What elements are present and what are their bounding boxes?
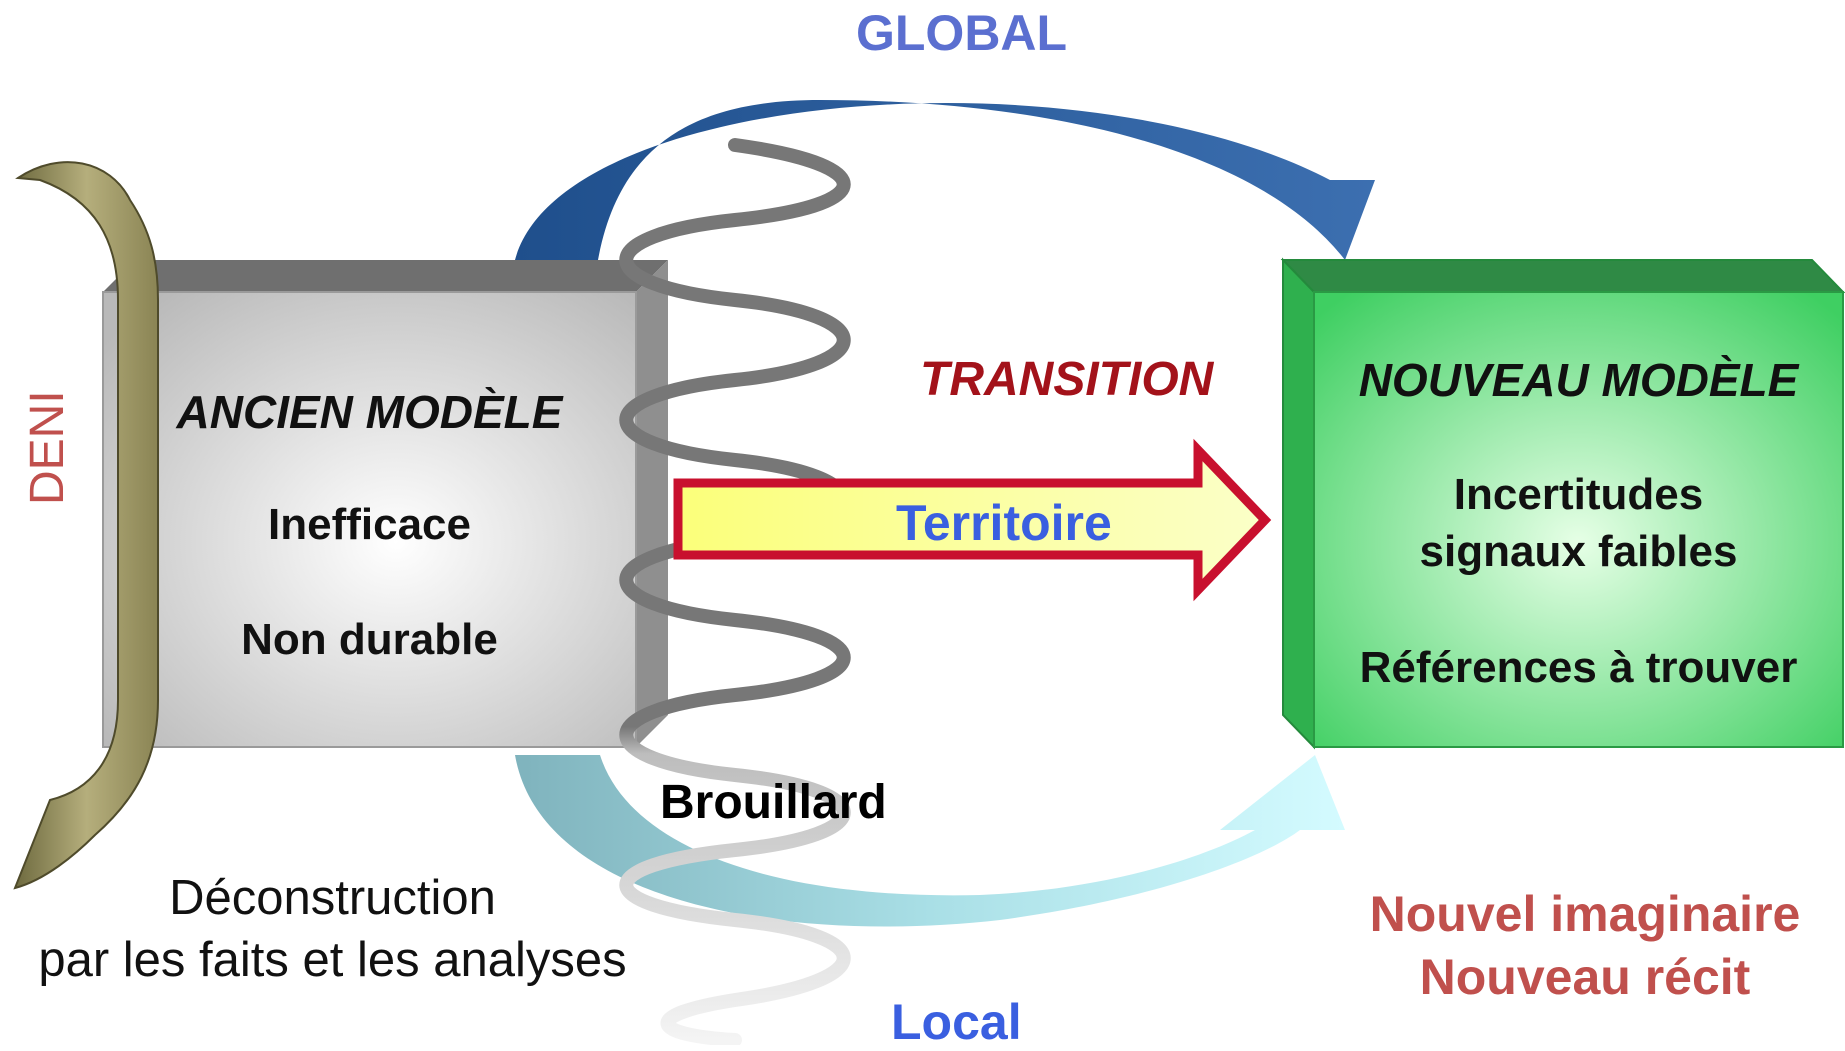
new-model-line3: Références à trouver [1359, 643, 1798, 692]
deni-label: DENI [21, 390, 74, 505]
deconstruction-line1: Déconstruction [169, 871, 496, 925]
old-model-box [102, 260, 668, 748]
transition-label: TRANSITION [920, 353, 1214, 406]
global-label: GLOBAL [856, 5, 1068, 61]
global-arc-arrow [515, 100, 1375, 260]
old-model-title: ANCIEN MODÈLE [176, 386, 563, 438]
deni-bracket [13, 161, 159, 890]
nouveau-recit-label: Nouveau récit [1419, 949, 1751, 1005]
deconstruction-line2: par les faits et les analyses [38, 933, 627, 987]
old-model-line1: Inefficace [268, 500, 471, 549]
old-model-line2: Non durable [241, 615, 498, 664]
new-model-line1: Incertitudes [1453, 470, 1704, 519]
brouillard-spring [619, 138, 851, 1047]
local-arc-arrow [515, 755, 1345, 927]
brouillard-label: Brouillard [660, 776, 887, 829]
territoire-arrow [673, 438, 1272, 602]
new-model-line2: signaux faibles [1419, 527, 1738, 576]
new-model-title: NOUVEAU MODÈLE [1358, 354, 1799, 406]
nouvel-imaginaire-label: Nouvel imaginaire [1369, 886, 1801, 942]
territoire-label: Territoire [896, 495, 1112, 551]
local-label: Local [891, 994, 1022, 1050]
new-model-box [1280, 257, 1845, 750]
